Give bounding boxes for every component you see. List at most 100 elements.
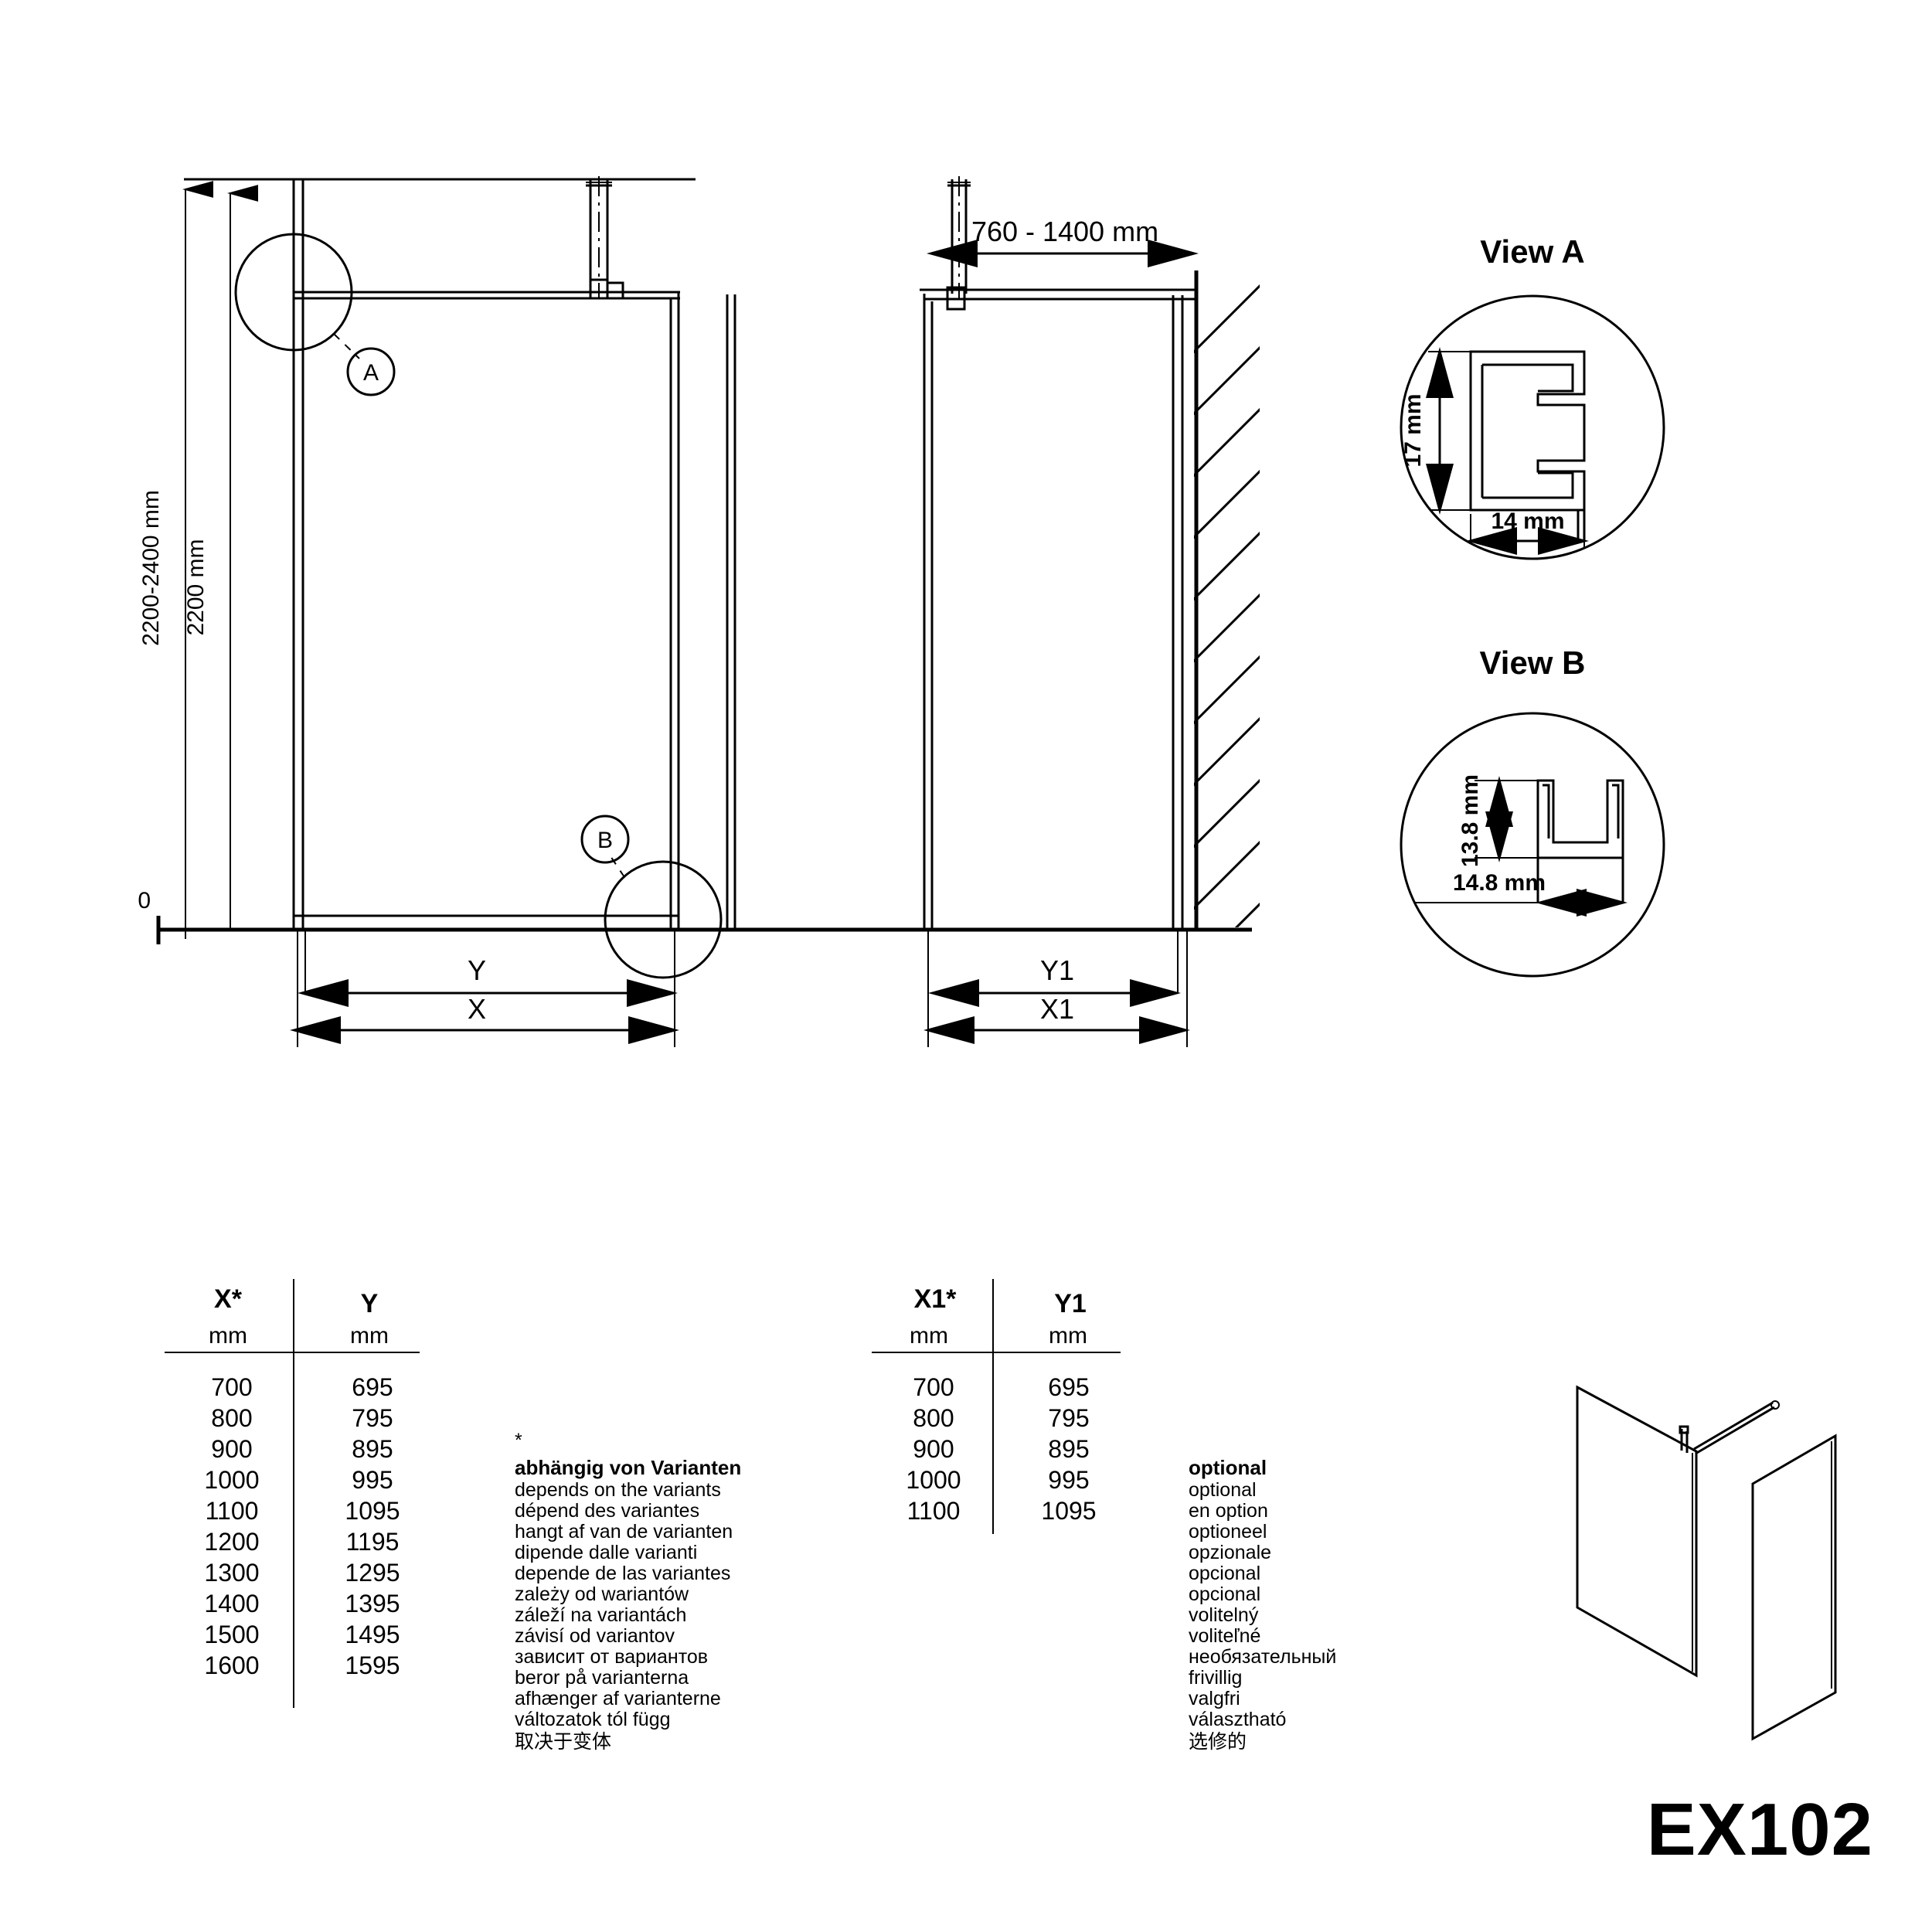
table-row: 800 795	[211, 1404, 393, 1432]
cell-x: 1000	[204, 1466, 259, 1494]
table-row: 1100 1095	[206, 1497, 400, 1525]
cell-y1: 1095	[1041, 1497, 1096, 1525]
legend-variants-line-0: abhängig von Varianten	[515, 1456, 741, 1479]
view-a-title: View A	[1480, 233, 1584, 270]
table-right-unit-x1: mm	[910, 1323, 948, 1349]
view-b-title: View B	[1480, 645, 1586, 681]
cell-y: 695	[352, 1373, 393, 1401]
dim-panel-height-label: 2200 mm	[183, 539, 209, 635]
legend-variants-line-1: depends on the variants	[515, 1479, 721, 1501]
cell-y1: 995	[1048, 1466, 1089, 1494]
table-right: X1* Y1 mm mm 700 695 800 795 900 895 100…	[872, 1279, 1121, 1534]
table-left-unit-x: mm	[209, 1323, 247, 1349]
legend-optional-line-9: необязательный	[1189, 1646, 1336, 1668]
cell-x: 700	[211, 1373, 252, 1401]
cell-y: 1595	[345, 1651, 400, 1679]
dim-y-label: Y	[468, 954, 486, 986]
right-elevation-drawing: 760 - 1400 mm Y1 X1	[920, 176, 1260, 1047]
table-row: 1100 1095	[907, 1497, 1097, 1525]
legend-variants-line-3: hangt af van de varianten	[515, 1521, 733, 1543]
table-row: 700 695	[211, 1373, 393, 1401]
legend-optional: optional optional en option optioneel op…	[1189, 1456, 1336, 1753]
legend-variants-line-11: afhænger af varianterne	[515, 1688, 721, 1709]
legend-optional-line-0: optional	[1189, 1456, 1267, 1479]
legend-variants-line-7: záleží na variantách	[515, 1604, 686, 1626]
table-left-rows: 700 695 800 795 900 895 1000 995 1100 10…	[204, 1373, 400, 1679]
legend-optional-line-5: opcional	[1189, 1563, 1260, 1584]
stabilizer-bar-right	[946, 176, 971, 311]
table-row: 1600 1595	[204, 1651, 400, 1679]
table-row: 1000 995	[204, 1466, 393, 1494]
view-b-detail: View B 13.8 mm 14.8 mm	[1400, 645, 1665, 978]
dim-overall-height-label: 2200-2400 mm	[138, 490, 164, 646]
view-a-detail: View A 17 mm 14 mm	[1400, 233, 1665, 560]
detail-leader-a	[333, 333, 360, 359]
view-a-profile	[1428, 350, 1586, 550]
cell-y: 1395	[345, 1590, 400, 1617]
cell-x: 800	[211, 1404, 252, 1432]
cell-y: 1095	[345, 1497, 400, 1525]
detail-bubble-b-label: B	[597, 828, 613, 853]
stabilizer-bar-left	[586, 176, 624, 300]
cell-y: 995	[352, 1466, 393, 1494]
zero-datum-label: 0	[138, 888, 151, 913]
detail-circle-b	[604, 860, 723, 979]
table-right-header-x1: X1*	[914, 1284, 957, 1314]
isometric-product-icon	[1576, 1385, 1837, 1741]
detail-circle-a	[234, 233, 353, 352]
legend-optional-line-12: választható	[1189, 1709, 1286, 1730]
table-row: 700 695	[913, 1373, 1089, 1401]
legend-optional-line-10: frivillig	[1189, 1667, 1242, 1689]
table-row: 1400 1395	[204, 1590, 400, 1617]
legend-optional-line-2: en option	[1189, 1500, 1268, 1522]
table-left-unit-y: mm	[350, 1323, 389, 1349]
model-number: EX102	[1647, 1788, 1873, 1871]
cell-x: 1300	[204, 1559, 259, 1587]
legend-optional-line-4: opzionale	[1189, 1542, 1271, 1563]
cell-x1: 800	[913, 1404, 954, 1432]
table-row: 900 895	[211, 1435, 393, 1463]
legend-optional-line-11: valgfri	[1189, 1688, 1240, 1709]
cell-x1: 1100	[907, 1497, 961, 1525]
table-row: 800 795	[913, 1404, 1089, 1432]
view-b-profile	[1413, 779, 1624, 903]
view-a-circle	[1400, 294, 1665, 560]
legend-variants-line-13: 取决于变体	[515, 1731, 611, 1753]
legend-variants: * abhängig von Varianten depends on the …	[515, 1430, 741, 1753]
cell-x: 1100	[206, 1497, 259, 1525]
cell-x1: 900	[913, 1435, 954, 1463]
dim-x1-label: X1	[1040, 993, 1074, 1025]
cell-x: 900	[211, 1435, 252, 1463]
legend-variants-asterisk: *	[515, 1430, 522, 1451]
table-row: 1300 1295	[204, 1559, 400, 1587]
table-left: X* Y mm mm 700 695 800 795 900 895 1000 …	[165, 1279, 420, 1708]
view-b-dim-height-label: 13.8 mm	[1458, 774, 1483, 867]
legend-optional-line-1: optional	[1189, 1479, 1257, 1501]
legend-optional-line-8: voliteľné	[1189, 1625, 1260, 1647]
table-right-unit-y1: mm	[1049, 1323, 1087, 1349]
dim-y1-label: Y1	[1040, 954, 1074, 986]
table-right-header-y1: Y1	[1054, 1289, 1087, 1318]
cell-y: 795	[352, 1404, 393, 1432]
legend-optional-line-3: optioneel	[1189, 1521, 1267, 1543]
cell-y: 1295	[345, 1559, 400, 1587]
left-elevation-drawing: 2200-2400 mm 2200 mm 0	[138, 176, 1236, 1047]
dim-x-label: X	[468, 993, 486, 1025]
legend-variants-line-10: beror på varianterna	[515, 1667, 689, 1689]
legend-variants-line-2: dépend des variantes	[515, 1500, 699, 1522]
legend-variants-line-9: зависит от вариантов	[515, 1646, 708, 1668]
detail-bubble-b	[580, 815, 630, 864]
table-row: 1000 995	[906, 1466, 1089, 1494]
view-a-dim-width-label: 14 mm	[1491, 509, 1564, 534]
detail-bubble-a-label: A	[363, 360, 379, 386]
table-row: 1200 1195	[204, 1528, 399, 1556]
legend-variants-line-12: változatok tól függ	[515, 1709, 671, 1730]
detail-leader-b	[610, 855, 625, 878]
table-right-rows: 700 695 800 795 900 895 1000 995 1100 10…	[906, 1373, 1096, 1525]
cell-x: 1600	[204, 1651, 259, 1679]
cell-x: 1200	[204, 1528, 259, 1556]
legend-optional-line-13: 选修的	[1189, 1731, 1247, 1753]
view-b-circle	[1400, 712, 1665, 978]
view-b-dim-width-label: 14.8 mm	[1453, 870, 1546, 896]
